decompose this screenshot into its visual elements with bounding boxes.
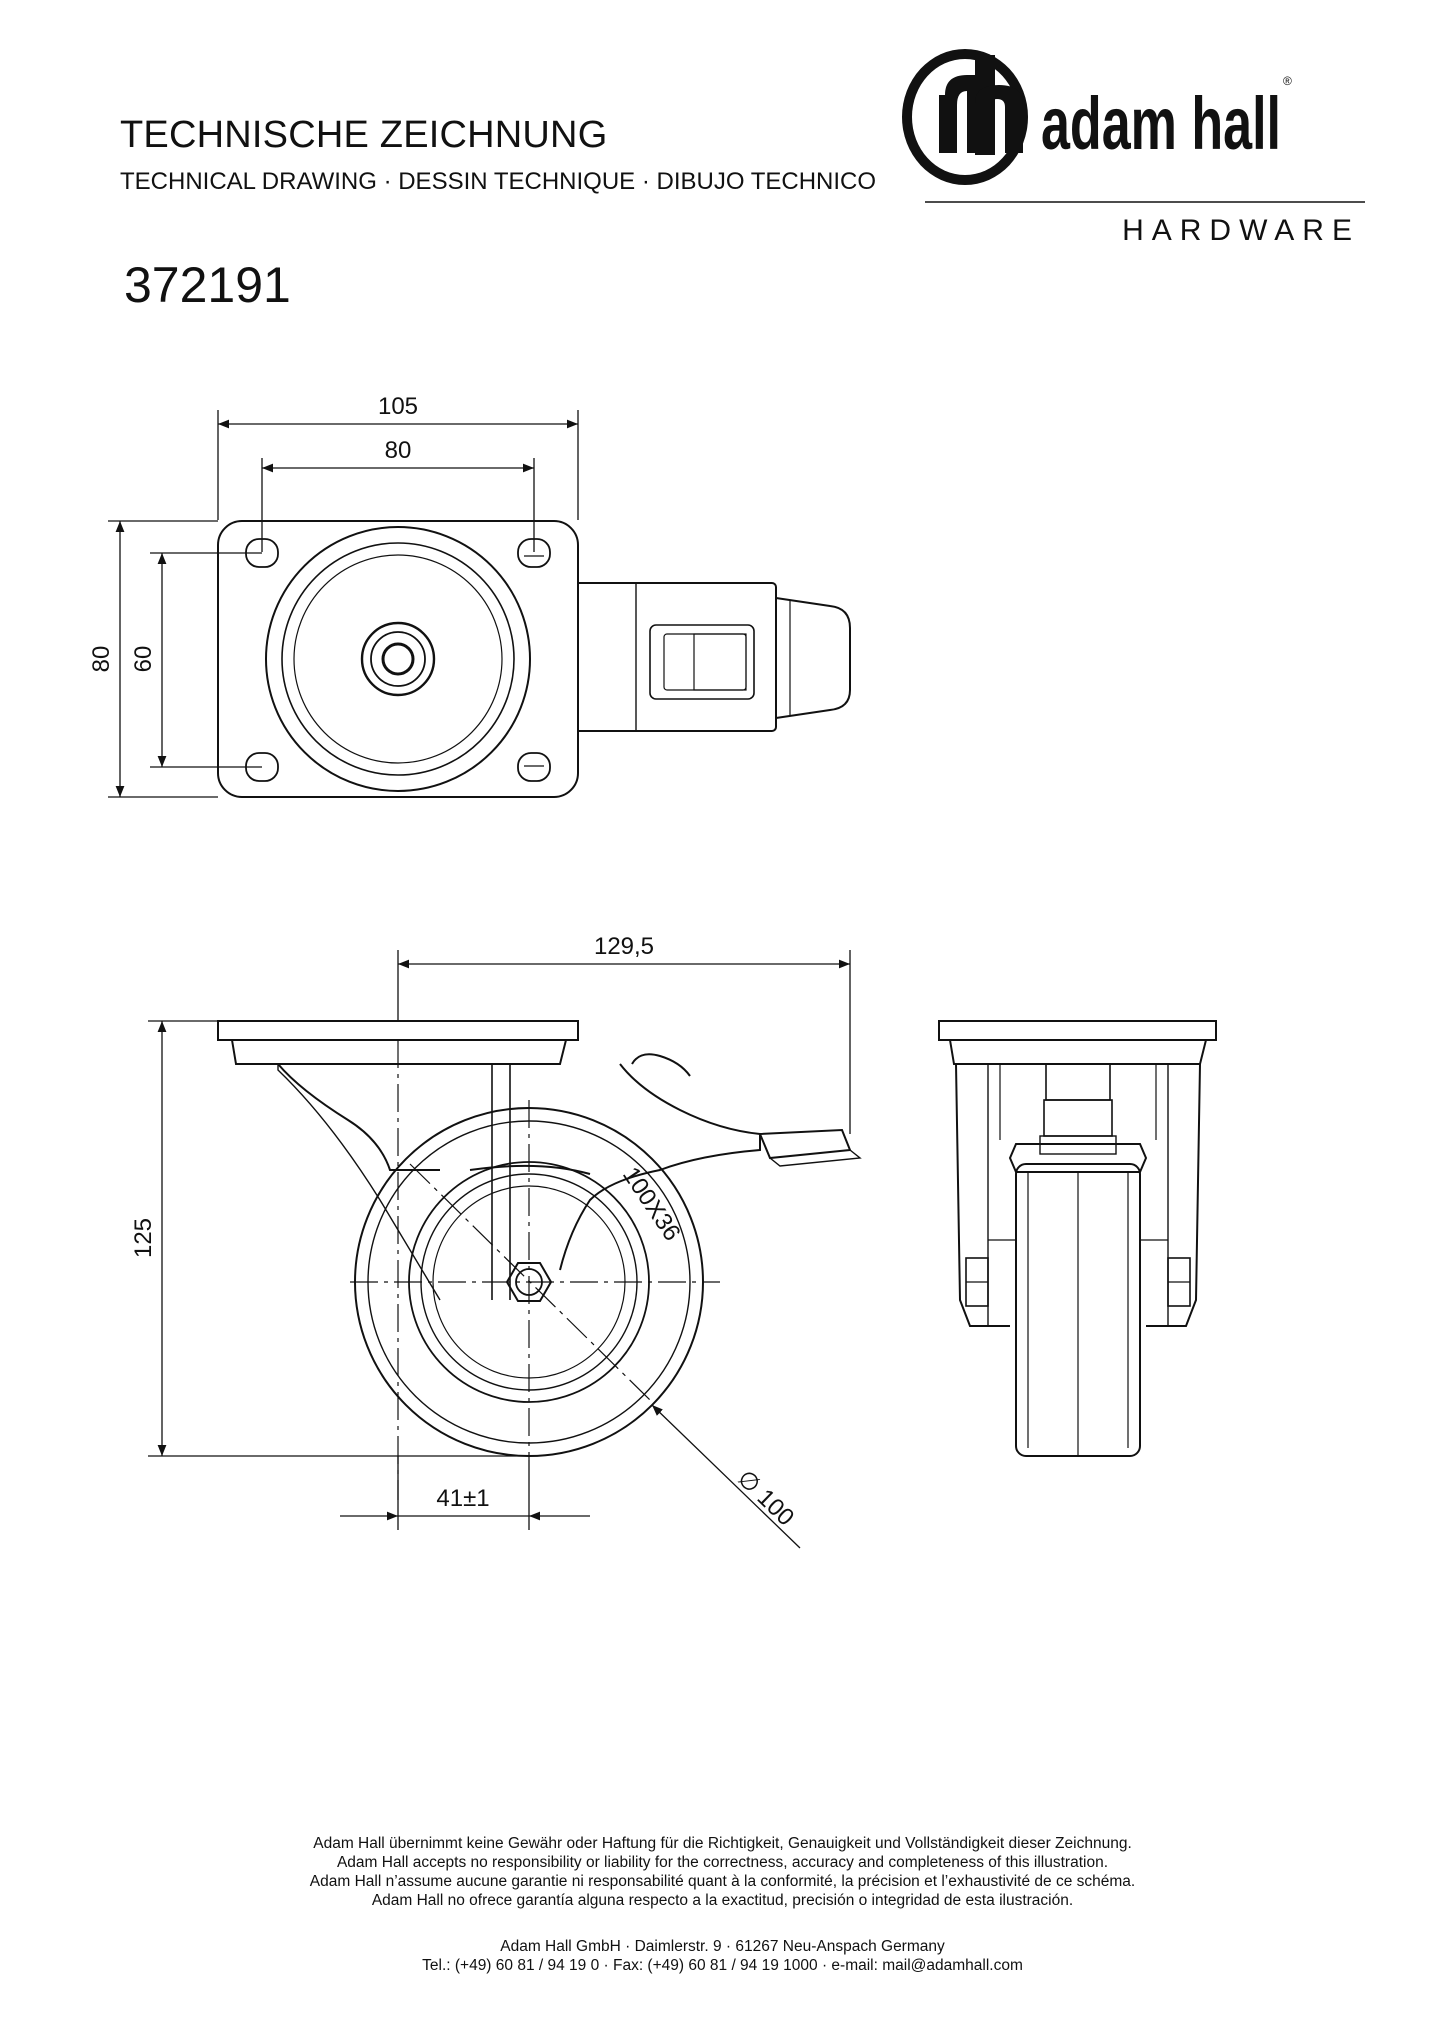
logo-brand: adam hall: [1041, 82, 1281, 165]
mounting-plate: [217, 520, 579, 798]
top-view: [217, 520, 851, 798]
drawing-title: TECHNISCHE ZEICHNUNG: [120, 114, 608, 156]
wheel-marking: 100X36: [617, 1162, 686, 1246]
dim-height-outer: 80: [88, 646, 115, 673]
dim-total-length: 129,5: [594, 933, 654, 960]
logo-registered: ®: [1283, 74, 1292, 88]
disclaimer-line: Adam Hall n’assume aucune garantie ni re…: [309, 1873, 1136, 1890]
side-view-dimensions: [148, 950, 851, 1549]
turntable-outer: [265, 526, 531, 792]
dim-width-outer: 105: [378, 393, 418, 420]
adam-hall-logo: adam hall ® HARDWARE: [902, 49, 1365, 247]
dim-height: 125: [130, 1218, 157, 1258]
brake-lever: [631, 1053, 691, 1077]
disclaimer-line: Adam Hall übernimmt keine Gewähr oder Ha…: [313, 1835, 1132, 1852]
top-view-dimensions: [108, 410, 579, 798]
brake-pedal-side: [758, 1128, 852, 1160]
dim-height-holes: 60: [130, 646, 157, 673]
part-number: 372191: [124, 257, 291, 313]
side-plate: [217, 1020, 579, 1041]
brake-pedal: [775, 597, 851, 719]
dim-diameter: ∅ 100: [732, 1465, 799, 1531]
contact-address: Adam Hall GmbH · Daimlerstr. 9 · 61267 N…: [500, 1938, 945, 1955]
front-plate: [938, 1020, 1217, 1041]
technical-drawing: 105 80 80 60 100X36: [88, 393, 1217, 1549]
disclaimer-line: Adam Hall no ofrece garantía alguna resp…: [371, 1892, 1074, 1909]
front-brake: [1008, 1143, 1148, 1173]
disclaimer: Adam Hall übernimmt keine Gewähr oder Ha…: [0, 1834, 1445, 1910]
mount-hole: [517, 752, 551, 782]
kingpin: [360, 621, 436, 697]
disclaimer-line: Adam Hall accepts no responsibility or l…: [336, 1854, 1109, 1871]
dim-offset: 41±1: [436, 1485, 489, 1512]
drawing-subtitle: TECHNICAL DRAWING · DESSIN TECHNIQUE · D…: [120, 168, 877, 195]
brake-block: [649, 624, 755, 700]
dim-width-holes: 80: [385, 437, 412, 464]
contact-info: Adam Hall GmbH · Daimlerstr. 9 · 61267 N…: [0, 1937, 1445, 1975]
logo-mark: [902, 49, 1028, 185]
logo-division: HARDWARE: [1122, 214, 1360, 247]
contact-phone-email: Tel.: (+49) 60 81 / 94 19 0 · Fax: (+49)…: [422, 1957, 1023, 1974]
front-view: [938, 1020, 1217, 1457]
side-view: [217, 1020, 862, 1500]
